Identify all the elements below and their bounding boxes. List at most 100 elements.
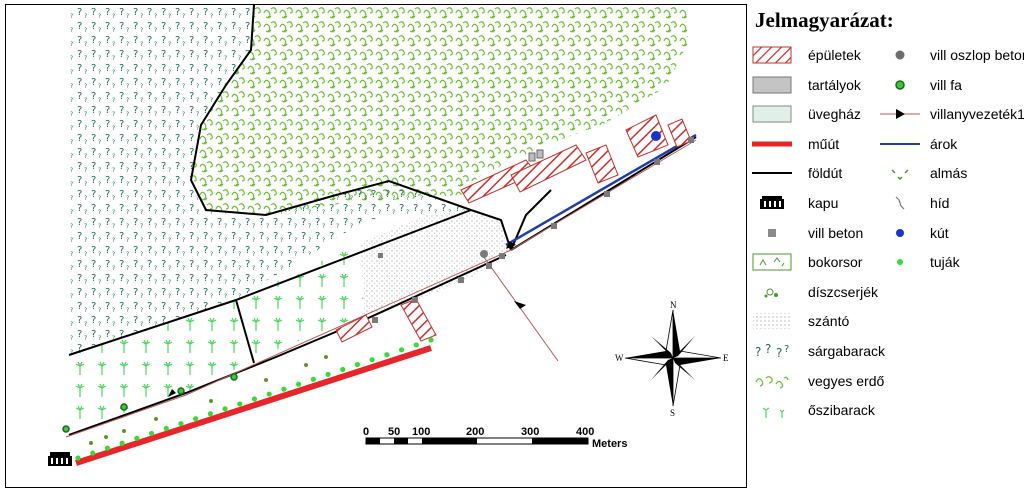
bridge-icon xyxy=(880,194,920,212)
scale-bar: 0 50 100 200 300 400 Meters xyxy=(363,426,627,450)
gate-icon xyxy=(752,194,792,212)
legend-item: műút xyxy=(752,133,839,155)
legend-item-label: vill beton xyxy=(808,224,864,241)
red-thick-line xyxy=(752,135,792,153)
tuja-dot xyxy=(281,386,287,392)
legend-item-label: őszibarack xyxy=(808,402,875,419)
legend-item: híd xyxy=(880,192,949,214)
scale-unit-label: Meters xyxy=(592,438,627,450)
tuja-dot xyxy=(398,347,405,353)
legend-item: árok xyxy=(880,133,957,155)
legend-item: tartályok xyxy=(752,74,861,96)
tuja-dot xyxy=(178,420,184,427)
blue-line xyxy=(880,135,920,153)
dotted-field-pattern xyxy=(752,312,792,330)
tuja-dot xyxy=(90,450,96,456)
apple-tree-icon xyxy=(880,164,920,182)
legend-item: vill oszlop beton xyxy=(880,44,1024,66)
legend-item: üvegház xyxy=(752,103,861,125)
legend-item: ???? sárgabarack xyxy=(752,340,885,362)
tuja-dot xyxy=(413,342,419,348)
legend-item: épületek xyxy=(752,44,861,66)
tuja-dot xyxy=(207,411,213,417)
scale-tick-label: 200 xyxy=(466,426,484,438)
buildings xyxy=(335,114,692,343)
tuja-dot xyxy=(148,430,155,437)
tuja-row xyxy=(75,337,434,461)
legend-item-label: almás xyxy=(930,165,968,182)
legend-item: vill fa xyxy=(880,74,962,96)
legend-item-label: tuják xyxy=(930,254,960,271)
road-arrow xyxy=(168,389,176,397)
legend-item-label: szántó xyxy=(808,313,850,330)
gray-circle xyxy=(880,46,920,64)
pale-green-box xyxy=(752,105,792,123)
gate-icon xyxy=(48,452,72,466)
gray-box xyxy=(752,76,792,94)
ornamental-shrubs xyxy=(89,355,328,445)
map-canvas[interactable]: ? ? xyxy=(6,5,746,487)
tuja-dot xyxy=(369,357,375,363)
legend-item-label: épületek xyxy=(808,47,861,63)
apricot-orchard-area xyxy=(69,5,471,355)
tuja-dot xyxy=(163,425,169,432)
svg-text:?: ? xyxy=(776,346,782,360)
tuja-dot xyxy=(251,396,258,402)
scale-tick-label: 50 xyxy=(388,426,400,438)
legend-item: kapu xyxy=(752,192,838,214)
svg-text:?: ? xyxy=(784,344,789,355)
tuja-dot xyxy=(310,376,316,382)
legend-item-label: kút xyxy=(930,224,949,241)
legend-panel: Jelmagyarázat: épületek tartályok üvegház m… xyxy=(752,0,1024,502)
well-marker xyxy=(651,131,661,141)
apricot-pattern: ???? xyxy=(752,342,792,360)
legend-item-label: vegyes erdő xyxy=(808,372,885,389)
gray-square xyxy=(752,224,792,242)
arrow-line xyxy=(880,105,920,123)
arable-field-area xyxy=(361,210,511,315)
legend-item-label: árok xyxy=(930,135,958,152)
legend-item: szántó xyxy=(752,310,849,332)
legend-item: őszibarack xyxy=(752,399,875,421)
legend-item: villanyvezeték1 xyxy=(880,103,1024,125)
tuja-dot xyxy=(134,435,140,441)
tuja-dot xyxy=(222,406,228,412)
power-line-arrow xyxy=(514,301,526,309)
blue-dot xyxy=(880,224,920,242)
tuja-dot xyxy=(266,391,272,397)
legend-title: Jelmagyarázat: xyxy=(755,8,894,32)
dirt-road-network xyxy=(68,5,697,436)
legend-item-label: bokorsor xyxy=(808,254,863,271)
compass-n-label: N xyxy=(670,300,677,310)
compass-w-label: W xyxy=(615,353,624,363)
tuja-dot xyxy=(119,440,125,446)
mixed-forest-area xyxy=(191,5,688,215)
bush-row-pattern xyxy=(752,253,792,271)
ditch-line xyxy=(505,133,697,247)
legend-item-label: vill fa xyxy=(930,76,962,93)
legend-item-label: villanyvezeték1 xyxy=(930,106,1024,123)
legend-item-label: díszcserjék xyxy=(808,283,879,300)
legend-item: bokorsor xyxy=(752,251,862,273)
tuja-dot xyxy=(193,416,199,422)
legend-item-label: sárgabarack xyxy=(808,343,886,359)
peach-orchard-area xyxy=(69,243,364,430)
legend-item: tuják xyxy=(880,251,960,273)
wooden-poles xyxy=(62,373,238,433)
legend-item-label: híd xyxy=(930,195,950,211)
power-line-arrow xyxy=(506,241,516,249)
hatch-red-box xyxy=(752,46,792,64)
tanks xyxy=(528,149,544,162)
tuja-dot xyxy=(104,445,111,451)
green-dot xyxy=(880,253,920,271)
tuja-dot xyxy=(428,337,434,343)
map-frame[interactable]: ? ? xyxy=(5,4,747,488)
legend-item: kút xyxy=(880,222,949,244)
mixed-forest-pattern xyxy=(752,372,792,390)
legend-item-label: kapu xyxy=(808,195,839,211)
scale-tick-label: 300 xyxy=(521,426,539,438)
legend-item: földút xyxy=(752,162,842,184)
scale-tick-label: 400 xyxy=(576,426,594,438)
compass-s-label: S xyxy=(670,408,675,418)
scale-tick-label: 0 xyxy=(363,426,369,438)
